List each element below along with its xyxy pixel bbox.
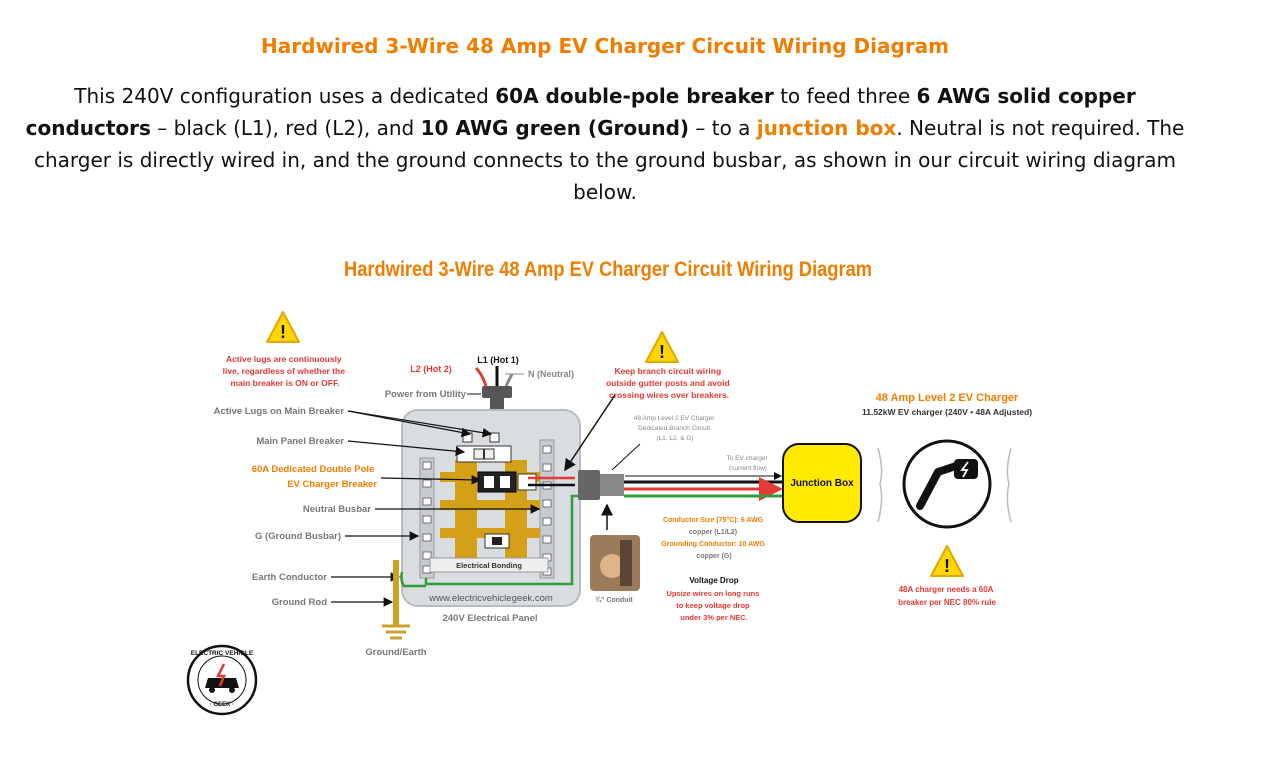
warn-lugs-line: live, regardless of whether the <box>223 366 346 376</box>
service-entrance <box>482 386 512 398</box>
neutral-busbar <box>539 439 555 579</box>
to-ev-line: (current flow) <box>729 465 767 472</box>
voltage-drop-title: Voltage Drop <box>689 576 738 585</box>
l2-label: L2 (Hot 2) <box>410 364 452 374</box>
warn-lugs-line: main breaker is ON or OFF. <box>230 378 339 388</box>
branch-circuit-line: (L1, L2, & G) <box>656 435 693 442</box>
warn-lugs-line: Active lugs are continuously <box>226 354 342 364</box>
bracket <box>877 447 883 523</box>
power-utility-label: Power from Utility <box>385 389 467 400</box>
svg-text:60A Dedicated Double Pole: 60A Dedicated Double Pole EV Charger Bre… <box>252 464 378 490</box>
active-lugs-label: Active Lugs on Main Breaker <box>214 406 345 417</box>
bracket <box>1006 447 1012 523</box>
intro-bold-ground: 10 AWG green (Ground) <box>420 116 690 140</box>
electrical-bonding-bar <box>429 557 549 573</box>
charger-title: 48 Amp Level 2 EV Charger <box>876 392 1019 404</box>
ev-breaker-label: 60A Dedicated Double Pole <box>252 464 375 475</box>
electric-vehicle-geek-logo: ELECTRIC VEHICLE · GEEK · <box>186 644 258 716</box>
warning-icon: ! <box>930 545 964 577</box>
branch-circuit-line: Dedicated Branch Circuit <box>638 425 710 432</box>
svg-text:Upsize wires on long runs: Upsize wires on long runs to keep voltag… <box>666 589 761 622</box>
svg-text:To EV charger (current flo: To EV charger (current flow) <box>727 455 770 472</box>
junction-box-label: Junction Box <box>790 478 854 489</box>
main-breaker-leader <box>347 440 466 456</box>
warn-gutter-line: outside gutter posts and avoid <box>606 378 730 388</box>
ev-breaker-label: EV Charger Breaker <box>287 479 377 490</box>
warning-icon: ! <box>266 311 300 343</box>
ground-rod-label: Ground Rod <box>272 597 328 608</box>
junction-box <box>782 443 862 523</box>
conductor-size-line: copper (L1/L2) <box>689 529 737 536</box>
logo-text: · GEEK · <box>210 702 234 708</box>
intro-text: – to a <box>689 116 757 140</box>
conduit-label: ¾" Conduit <box>595 596 633 604</box>
conductor-size-line: copper (G) <box>696 553 731 560</box>
svg-text:!: ! <box>280 322 286 342</box>
intro-text: . Neutral is not required. The charger i… <box>33 116 1185 204</box>
active-lugs-leader <box>347 410 493 438</box>
warn-gutter-line: Keep branch circuit wiring <box>614 366 721 376</box>
intro-text: – black (L1), red (L2), and <box>150 116 421 140</box>
page-heading: Hardwired 3-Wire 48 Amp EV Charger Circu… <box>260 34 950 58</box>
branch-circuit-leader <box>611 443 641 471</box>
warn-gutter-line: crossing wires over breakers. <box>609 390 729 400</box>
neutral-busbar-label: Neutral Busbar <box>303 504 371 515</box>
gutter-leader <box>564 394 616 472</box>
junction-box-link[interactable]: junction box <box>756 116 897 140</box>
svg-text:48 Amp Level 2 EV Charger: 48 Amp Level 2 EV Charger Dedicated Bran… <box>634 415 716 442</box>
ground-busbar-label: G (Ground Busbar) <box>255 531 341 542</box>
warning-icon: ! <box>645 331 679 363</box>
ground-earth-label: Ground/Earth <box>365 647 426 658</box>
voltage-drop-line: Upsize wires on long runs <box>666 589 759 598</box>
service-entrance-neck <box>490 398 504 412</box>
to-ev-line: To EV charger <box>727 455 769 462</box>
utility-neutral-wire <box>504 373 514 387</box>
intro-text: to feed three <box>773 84 917 108</box>
ev-charger-breaker <box>477 471 517 493</box>
intro-paragraph: This 240V configuration uses a dedicated… <box>20 80 1190 208</box>
panel-label: 240V Electrical Panel <box>442 613 537 624</box>
l1-label: L1 (Hot 1) <box>477 355 519 365</box>
voltage-drop-line: to keep voltage drop <box>676 601 750 610</box>
svg-text:Keep branch circuit wiring: Keep branch circuit wiring outside gutte… <box>606 366 732 400</box>
intro-bold-conductors: 6 AWG solid copper conductors <box>25 84 1136 140</box>
ev-charger-icon <box>902 439 992 529</box>
earth-conductor-wire <box>400 571 426 588</box>
svg-text:!: ! <box>944 556 950 576</box>
diagram-title: Hardwired 3-Wire 48 Amp EV Charger Circu… <box>344 258 872 281</box>
svg-text:!: ! <box>659 342 665 362</box>
charging-plug-icon <box>916 462 960 510</box>
main-lug <box>489 432 500 443</box>
conductor-size-line: Conductor Size (75°C): 6 AWG <box>663 516 764 524</box>
svg-text:Active lugs are continuously: Active lugs are continuously live, regar… <box>223 354 348 388</box>
conduit-connector <box>578 470 600 500</box>
ground-rod <box>393 560 399 626</box>
svg-text:48A charger needs a 60A br: 48A charger needs a 60A breaker per NEC … <box>898 585 996 607</box>
svg-text:Conductor Size (75°C): 6 AWG: Conductor Size (75°C): 6 AWG copper (L1/… <box>661 516 767 560</box>
intro-text: This 240V configuration uses a dedicated <box>74 84 496 108</box>
voltage-drop-line: under 3% per NEC. <box>680 613 748 622</box>
intro-bold-breaker: 60A double-pole breaker <box>495 84 774 108</box>
main-breaker-label: Main Panel Breaker <box>256 436 344 447</box>
utility-red-wire <box>474 366 488 387</box>
branch-circuit-line: 48 Amp Level 2 EV Charger <box>634 415 715 422</box>
ev-breaker-leader <box>380 475 482 485</box>
conductor-size-line: Grounding Conductor: 10 AWG <box>661 541 765 548</box>
main-lug <box>462 432 473 443</box>
earth-conductor-label: Earth Conductor <box>252 572 327 583</box>
logo-text: ELECTRIC VEHICLE <box>191 650 254 657</box>
warn-nec-line: breaker per NEC 80% rule <box>898 598 996 607</box>
warn-nec-line: 48A charger needs a 60A <box>899 585 994 594</box>
charger-subtitle: 11.52kW EV charger (240V • 48A Adjusted) <box>862 407 1032 417</box>
ev-breaker-terminals <box>517 473 537 491</box>
electrical-bonding-label: Electrical Bonding <box>456 561 522 570</box>
website-label: www.electricvehiclegeek.com <box>428 593 553 604</box>
neutral-label: N (Neutral) <box>528 369 574 379</box>
